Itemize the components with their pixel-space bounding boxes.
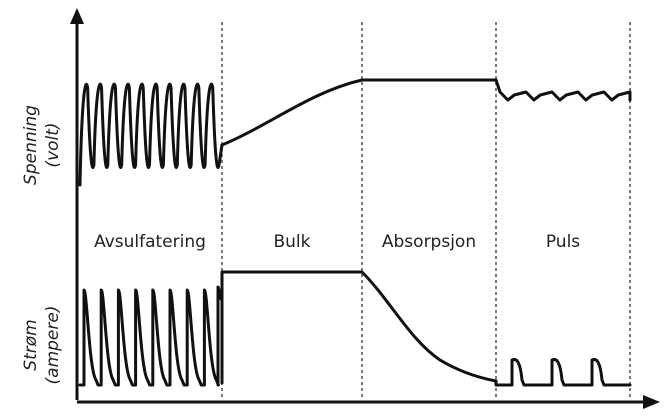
voltage-bulk-absorption-curve bbox=[220, 78, 498, 147]
voltage-axis-unit: (volt) bbox=[43, 122, 63, 167]
x-axis-arrow bbox=[643, 395, 660, 409]
stage-label-avsulfatering: Avsulfatering bbox=[94, 232, 206, 252]
current-pulse-spikes bbox=[494, 357, 632, 387]
voltage-pulse-ripple bbox=[494, 78, 632, 102]
y-axis-arrow bbox=[70, 8, 84, 24]
voltage-desulfation-wave bbox=[78, 82, 224, 187]
stage-label-absorpsjon: Absorpsjon bbox=[382, 232, 476, 252]
current-desulfation-pulses bbox=[78, 285, 224, 387]
stage-label-bulk: Bulk bbox=[273, 232, 310, 252]
current-axis-unit: (ampere) bbox=[43, 306, 63, 385]
current-axis-label: Strøm bbox=[21, 319, 41, 370]
voltage-axis-label: Spenning bbox=[21, 105, 41, 185]
current-bulk-absorption-curve bbox=[220, 270, 498, 385]
stage-label-puls: Puls bbox=[546, 232, 580, 252]
